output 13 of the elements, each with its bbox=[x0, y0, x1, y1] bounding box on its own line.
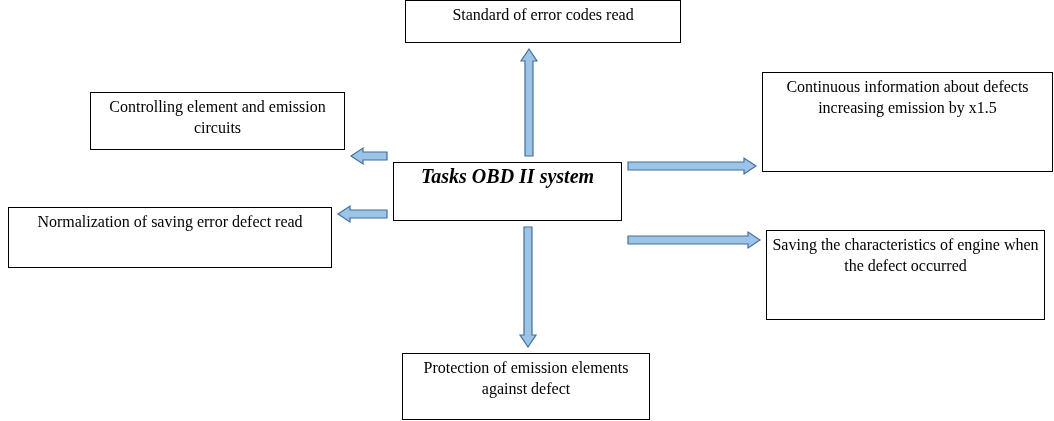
text-box: Normalization of saving error defect read bbox=[8, 207, 332, 268]
text-box: Tasks OBD II system bbox=[393, 162, 622, 221]
block-arrow bbox=[336, 204, 388, 224]
block-arrow bbox=[627, 230, 762, 250]
text-box: Continuous information about defects increasing emission by x1.5 bbox=[762, 72, 1053, 172]
block-arrow bbox=[518, 226, 538, 349]
block-arrow bbox=[349, 146, 388, 166]
block-arrow bbox=[627, 156, 758, 176]
text-box: Protection of emission elements against defect bbox=[402, 353, 650, 420]
text-box: Standard of error codes read bbox=[405, 0, 681, 43]
text-box: Controlling element and emission circuits bbox=[90, 92, 345, 150]
block-arrow bbox=[519, 47, 539, 157]
text-box: Saving the characteristics of engine when the defect occurred bbox=[766, 230, 1045, 320]
